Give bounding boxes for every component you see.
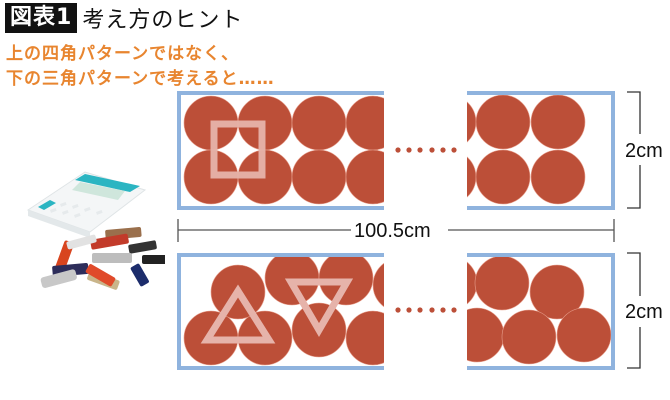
subtitle-line-1: 上の四角パターンではなく、 xyxy=(6,44,240,64)
calculator-icon xyxy=(26,171,147,238)
bottom-box-right-segment xyxy=(467,253,615,370)
bottom-height-label: 2cm xyxy=(625,301,663,323)
triangle-up-outline-icon xyxy=(200,284,276,344)
figure-title: 考え方のヒント xyxy=(82,8,244,33)
top-box-left-segment xyxy=(177,91,384,210)
calculator-and-batteries-image xyxy=(26,171,165,290)
width-label: 100.5cm xyxy=(354,220,431,242)
figure-header: 図表1 考え方のヒント xyxy=(5,3,243,33)
top-height-label: 2cm xyxy=(625,140,663,162)
ellipsis-dots-icon xyxy=(395,307,457,313)
square-outline-icon xyxy=(210,120,266,179)
ellipsis-dots-icon xyxy=(395,147,457,153)
bottom-box-left-segment xyxy=(177,253,384,370)
subtitle-line-2: 下の三角パターンで考えると…… xyxy=(6,69,275,89)
batteries-icon xyxy=(40,227,165,290)
triangle-down-outline-icon xyxy=(284,278,354,337)
width-dimension xyxy=(177,219,615,242)
top-box-right-segment xyxy=(467,91,615,210)
square-packing-pattern: 2cm xyxy=(177,91,663,210)
top-height-bracket xyxy=(627,91,641,209)
bottom-height-bracket xyxy=(627,252,641,369)
triangular-packing-pattern: 2cm xyxy=(177,252,663,370)
figure-label: 図表1 xyxy=(5,3,78,33)
